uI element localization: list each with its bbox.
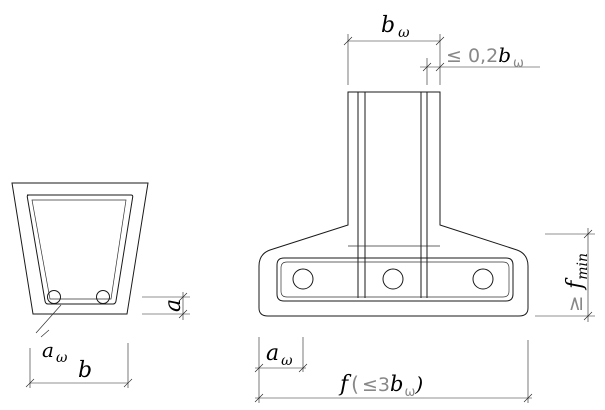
trapezoidal-section — [11, 182, 149, 338]
dimension-a-left — [142, 292, 190, 320]
t-beam-elevation — [258, 91, 529, 317]
stirrup-outer — [26, 194, 134, 305]
dimension-a-omega-bottom — [254, 337, 308, 373]
label-a-left: a — [161, 299, 186, 312]
label-f-bottom: f(≤3bω) — [338, 372, 423, 400]
dimension-b-omega-top — [343, 34, 445, 85]
cover-leader — [35, 304, 62, 334]
rebar-right — [96, 290, 110, 304]
flange-rebar-middle — [382, 268, 404, 290]
dimension-f-bottom — [254, 340, 533, 403]
dimension-b-left — [25, 343, 133, 388]
beam-outline — [258, 91, 529, 317]
dimension-fmin-right — [535, 228, 595, 322]
dimension-cover-limit — [420, 58, 540, 85]
label-b-left: b — [78, 358, 92, 383]
stirrup-inner — [31, 199, 127, 300]
flange-stirrup — [276, 257, 514, 302]
flange-rebar-right — [472, 268, 494, 290]
section-outline — [11, 182, 149, 315]
flange-rebar-left — [292, 268, 314, 290]
rebar-left — [47, 290, 61, 304]
label-fmin: ≥ fmin — [563, 253, 591, 312]
